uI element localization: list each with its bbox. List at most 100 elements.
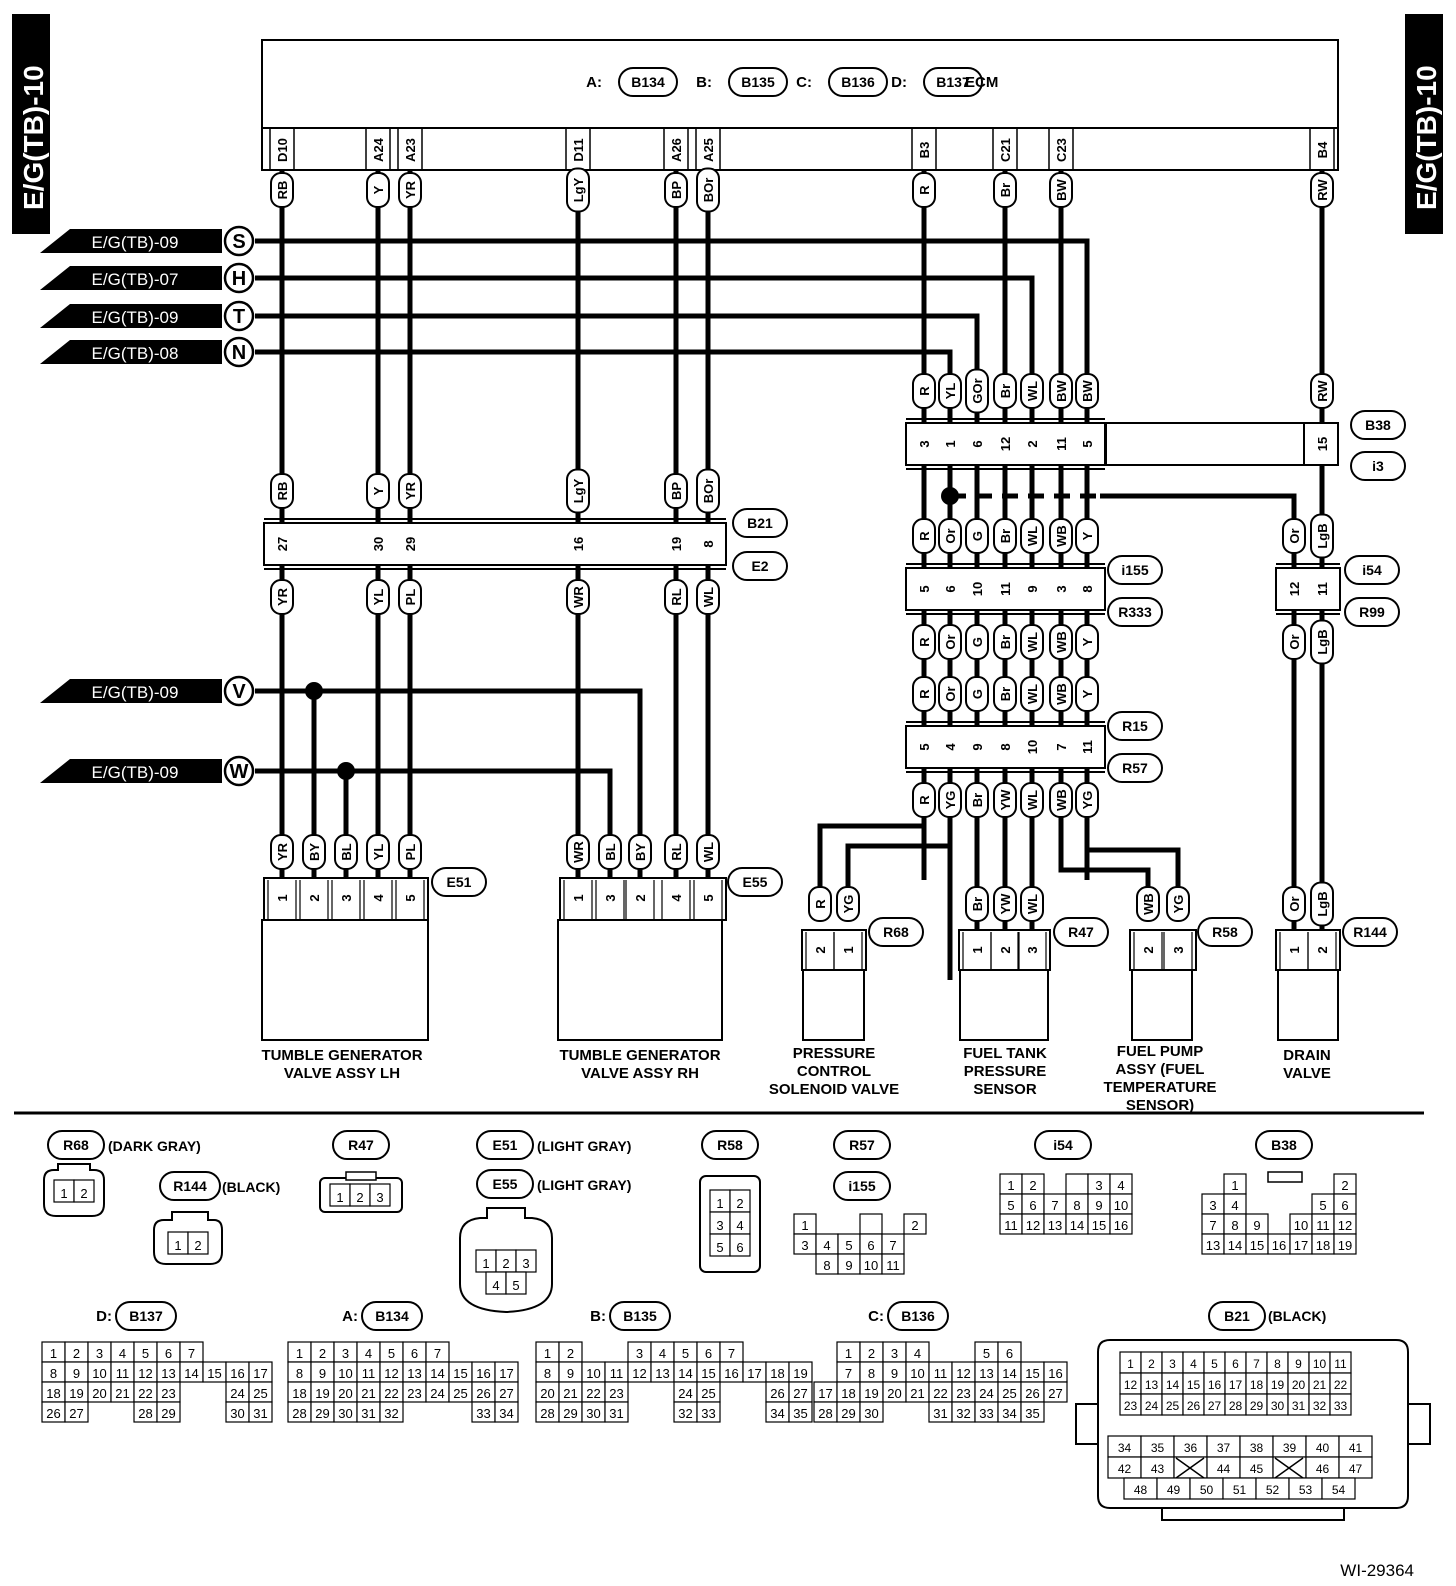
pin-number: 11: [116, 1366, 130, 1381]
junction-pin: 4: [943, 743, 958, 751]
pin-cell: [788, 1401, 813, 1423]
wire-tag-capsule: [1282, 518, 1306, 554]
wire-tag: YR: [403, 180, 418, 199]
pin-number: 7: [188, 1346, 195, 1361]
wire-tag: BW: [1054, 178, 1069, 200]
pin-number: 27: [69, 1406, 83, 1421]
junction-pin: 7: [1054, 743, 1069, 750]
component-pin: 1: [970, 946, 985, 953]
ecm-pin-number: C21: [998, 138, 1013, 162]
ecm-pin-number: D10: [275, 138, 290, 162]
connector-latch: [345, 1171, 377, 1181]
ecm-pin-number: A25: [701, 138, 716, 162]
wire-tag: WB: [1054, 683, 1069, 705]
pin-number: 19: [864, 1386, 878, 1401]
junction-name-oval: [1107, 711, 1163, 741]
pin-number: 24: [678, 1386, 692, 1401]
wire-tag-capsule: [1020, 886, 1044, 922]
wire-tag-capsule: [1075, 782, 1099, 818]
wire-tag-capsule: [1310, 172, 1334, 208]
link-arrow: [40, 679, 222, 703]
pin-number: 45: [1250, 1462, 1264, 1476]
pin-number: 32: [384, 1406, 398, 1421]
junction-pin: 5: [917, 585, 932, 592]
wire-tag-capsule: [1166, 886, 1190, 922]
connector-view-color: (BLACK): [1268, 1308, 1326, 1324]
pin-number: 35: [793, 1406, 807, 1421]
pin-number: 5: [142, 1346, 149, 1361]
pin-number: 15: [1187, 1378, 1201, 1392]
pin-number: 31: [253, 1406, 267, 1421]
junction-pin: 8: [1080, 585, 1095, 592]
junction-name: R15: [1122, 718, 1148, 734]
junction-name-oval: [1344, 597, 1400, 627]
pin-number: 14: [1002, 1366, 1016, 1381]
junction-pin: 8: [998, 743, 1013, 750]
pin-number: 35: [1025, 1406, 1039, 1421]
component-id: R47: [1068, 924, 1094, 940]
pin-label: 3: [1095, 1178, 1102, 1193]
wire-tag-capsule: [836, 886, 860, 922]
pin-label: 4: [492, 1278, 499, 1293]
pin-number: 50: [1200, 1483, 1214, 1497]
link-arrow: [40, 266, 222, 290]
pin-number: 21: [910, 1386, 924, 1401]
connector-view-prefix: A:: [342, 1308, 358, 1325]
ecm-pin-number: B3: [917, 142, 932, 159]
pin-number: 25: [1002, 1386, 1016, 1401]
connector-view-color: (LIGHT GRAY): [537, 1177, 631, 1193]
pin-number: 29: [161, 1406, 175, 1421]
component-pin: 3: [1025, 946, 1040, 953]
pin-label: 6: [1029, 1198, 1036, 1213]
pin-number: 23: [609, 1386, 623, 1401]
junction-pin: 6: [943, 585, 958, 592]
pin-number: 30: [338, 1406, 352, 1421]
ecm-connector-name: B137: [936, 74, 970, 90]
component-label: FUEL PUMP: [1117, 1043, 1203, 1060]
wire-tag-capsule: [566, 579, 590, 615]
component-id-oval: [1342, 917, 1398, 947]
wire-tag-capsule: [366, 172, 390, 208]
splice-dot: [337, 762, 355, 780]
pin-number: 37: [1217, 1441, 1231, 1455]
wire-tag: Br: [998, 384, 1013, 398]
pin-number: 25: [1166, 1399, 1180, 1413]
component-pin: 5: [701, 894, 716, 901]
pin-label: 12: [1026, 1218, 1040, 1233]
pin-number: 2: [73, 1346, 80, 1361]
junction-pin: 9: [970, 743, 985, 750]
pin-number: 15: [207, 1366, 221, 1381]
wire-tag-capsule: [366, 579, 390, 615]
connector-view-name-oval: [332, 1130, 390, 1160]
junction-name: R99: [1359, 604, 1385, 620]
pin-number: 32: [678, 1406, 692, 1421]
pin-label: 19: [1338, 1238, 1352, 1253]
wire-tag-capsule: [696, 579, 720, 615]
connector-view-name: E55: [493, 1176, 518, 1192]
link-reference: E/G(TB)-08: [92, 344, 179, 363]
wire-tag: R: [813, 899, 828, 909]
wire-tag: WL: [701, 842, 716, 862]
junction-pin: 5: [1080, 440, 1095, 447]
link-letter-circle: [223, 336, 255, 368]
wire-tag-capsule: [598, 834, 622, 870]
pin-number: 6: [411, 1346, 418, 1361]
wire-tag-capsule: [366, 473, 390, 509]
link-reference: E/G(TB)-09: [92, 233, 179, 252]
wire-tag-capsule: [912, 172, 936, 208]
pin-number: 2: [319, 1346, 326, 1361]
pin-number: 18: [46, 1386, 60, 1401]
pin-number: 18: [770, 1366, 784, 1381]
junction-pin: 12: [1287, 582, 1302, 596]
junction-pin-cell: [1303, 422, 1339, 466]
component-connector: [559, 877, 727, 921]
link-letter: W: [230, 761, 249, 783]
pin-number: 25: [253, 1386, 267, 1401]
connector-view-name-oval: [476, 1130, 534, 1160]
pin-label: 13: [1206, 1238, 1220, 1253]
component-id-oval: [1197, 917, 1253, 947]
pin-number: 2: [567, 1346, 574, 1361]
pin-label: 8: [1231, 1218, 1238, 1233]
